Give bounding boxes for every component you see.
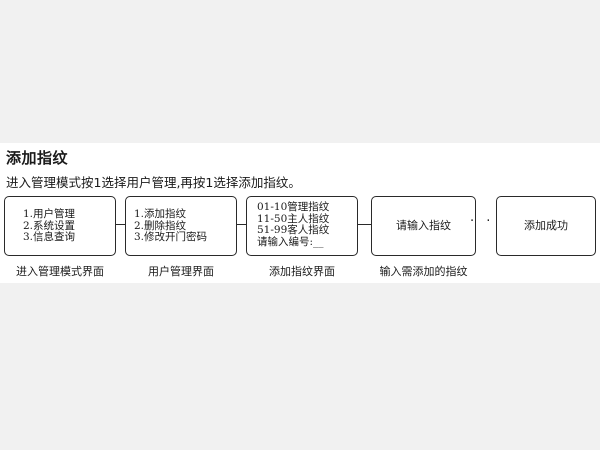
step-text: 添加成功 bbox=[524, 219, 568, 232]
step-caption: 进入管理模式界面 bbox=[16, 265, 104, 278]
step-caption: 输入需添加的指纹 bbox=[379, 265, 468, 278]
step-text: 请输入指纹 bbox=[396, 219, 451, 232]
ellipsis-dots: · · bbox=[470, 214, 495, 229]
menu-line: 3.修改开门密码 bbox=[134, 231, 208, 243]
menu-line: 01-10管理指纹 bbox=[257, 201, 330, 213]
step-box-add-fingerprint: 01-10管理指纹 11-50主人指纹 51-99客人指纹 请输入编号:__ bbox=[246, 196, 358, 256]
connector-line bbox=[358, 224, 371, 225]
step-box-success: 添加成功 bbox=[496, 196, 596, 256]
menu-line: 51-99客人指纹 bbox=[257, 224, 330, 236]
step-box-admin-menu: 1.用户管理 2.系统设置 3.信息查询 bbox=[4, 196, 116, 256]
menu-line: 1.用户管理 bbox=[23, 208, 76, 220]
menu-line: 2.删除指纹 bbox=[134, 219, 187, 232]
menu-line: 2.系统设置 bbox=[23, 219, 76, 232]
step-box-user-management: 1.添加指纹 2.删除指纹 3.修改开门密码 bbox=[125, 196, 237, 256]
menu-line: 请输入编号:__ bbox=[257, 235, 324, 248]
connector-line bbox=[116, 224, 125, 225]
step-caption: 添加指纹界面 bbox=[269, 265, 335, 278]
instruction-text: 进入管理模式按1选择用户管理,再按1选择添加指纹。 bbox=[6, 175, 301, 190]
menu-line: 3.信息查询 bbox=[23, 231, 76, 243]
step-box-enter-fingerprint: 请输入指纹 bbox=[371, 196, 476, 256]
menu-line: 1.添加指纹 bbox=[134, 208, 187, 220]
diagram-heading: 添加指纹 bbox=[6, 149, 69, 167]
step-caption: 用户管理界面 bbox=[148, 265, 214, 278]
connector-line bbox=[237, 224, 246, 225]
menu-line: 11-50主人指纹 bbox=[257, 212, 330, 225]
